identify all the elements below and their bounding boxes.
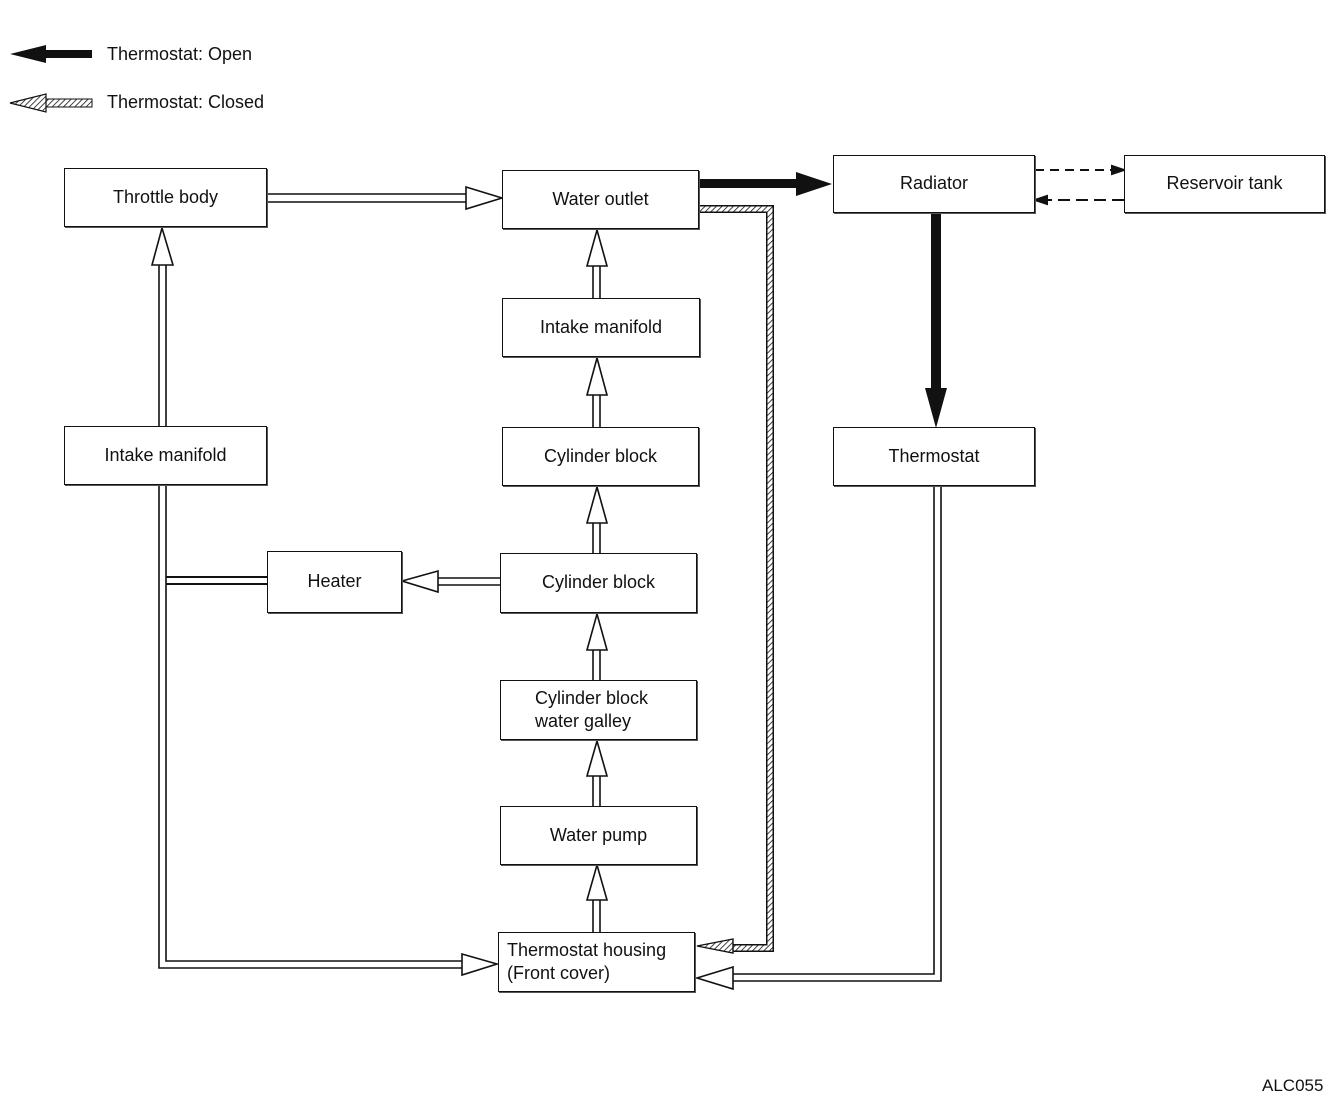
cylinder-block-upper-label: Cylinder block — [543, 445, 658, 466]
cylinder-block-water-galley-box: Cylinder block water galley — [500, 680, 697, 740]
thermostat-housing-box: Thermostat housing (Front cover) — [498, 932, 695, 992]
cylinder-block-upper-box: Cylinder block — [502, 427, 699, 486]
legend-open-arrow-icon — [10, 45, 92, 63]
radiator-box: Radiator — [833, 155, 1035, 213]
cylinder-block-water-galley-label-line2: water galley — [535, 711, 632, 731]
water-outlet-box: Water outlet — [502, 170, 699, 229]
cylinder-block-water-galley-label-line1: Cylinder block — [535, 687, 649, 708]
legend-closed-arrow-icon — [9, 93, 93, 113]
left-intake-to-throttle-arrow — [150, 225, 175, 426]
throttle-to-water-outlet-arrow — [267, 185, 505, 211]
heater-box: Heater — [267, 551, 402, 613]
intake-manifold-center-label: Intake manifold — [539, 316, 663, 337]
water-pump-label: Water pump — [549, 824, 648, 845]
cylinder-block-lower-label: Cylinder block — [541, 572, 656, 593]
thermostat-to-housing-arrow — [694, 486, 942, 991]
thermostat-housing-label-line2: (Front cover) — [507, 963, 611, 983]
cylinder-to-heater-arrow — [399, 569, 500, 594]
throttle-body-label: Throttle body — [112, 186, 219, 207]
legend-closed-label: Thermostat: Closed — [107, 92, 265, 112]
cylinder-block-lower-box: Cylinder block — [500, 553, 697, 613]
radiator-to-thermostat-arrow — [925, 213, 947, 428]
water-outlet-to-radiator-arrow — [699, 172, 832, 196]
thermostat-label: Thermostat — [888, 445, 980, 466]
thermostat-box: Thermostat — [833, 427, 1035, 486]
figure-code: ALC055 — [1262, 1076, 1324, 1095]
water-pump-box: Water pump — [500, 806, 697, 865]
left-intake-to-housing-line — [158, 485, 500, 977]
center-column-arrows — [585, 227, 609, 932]
intake-manifold-left-box: Intake manifold — [64, 426, 267, 485]
heater-label: Heater — [307, 571, 362, 592]
reservoir-tank-label: Reservoir tank — [1166, 173, 1283, 194]
radiator-reservoir-dashed-lines — [1031, 164, 1128, 206]
intake-manifold-center-box: Intake manifold — [502, 298, 700, 357]
heater-connection-line — [166, 576, 267, 585]
thermostat-housing-label-line1: Thermostat housing — [507, 939, 667, 960]
legend-open-label: Thermostat: Open — [107, 44, 253, 64]
radiator-label: Radiator — [899, 173, 969, 194]
reservoir-tank-box: Reservoir tank — [1124, 155, 1325, 213]
water-outlet-label: Water outlet — [552, 188, 649, 209]
intake-manifold-left-label: Intake manifold — [104, 444, 227, 465]
throttle-body-box: Throttle body — [64, 168, 267, 227]
closed-bypass-line — [696, 205, 774, 954]
